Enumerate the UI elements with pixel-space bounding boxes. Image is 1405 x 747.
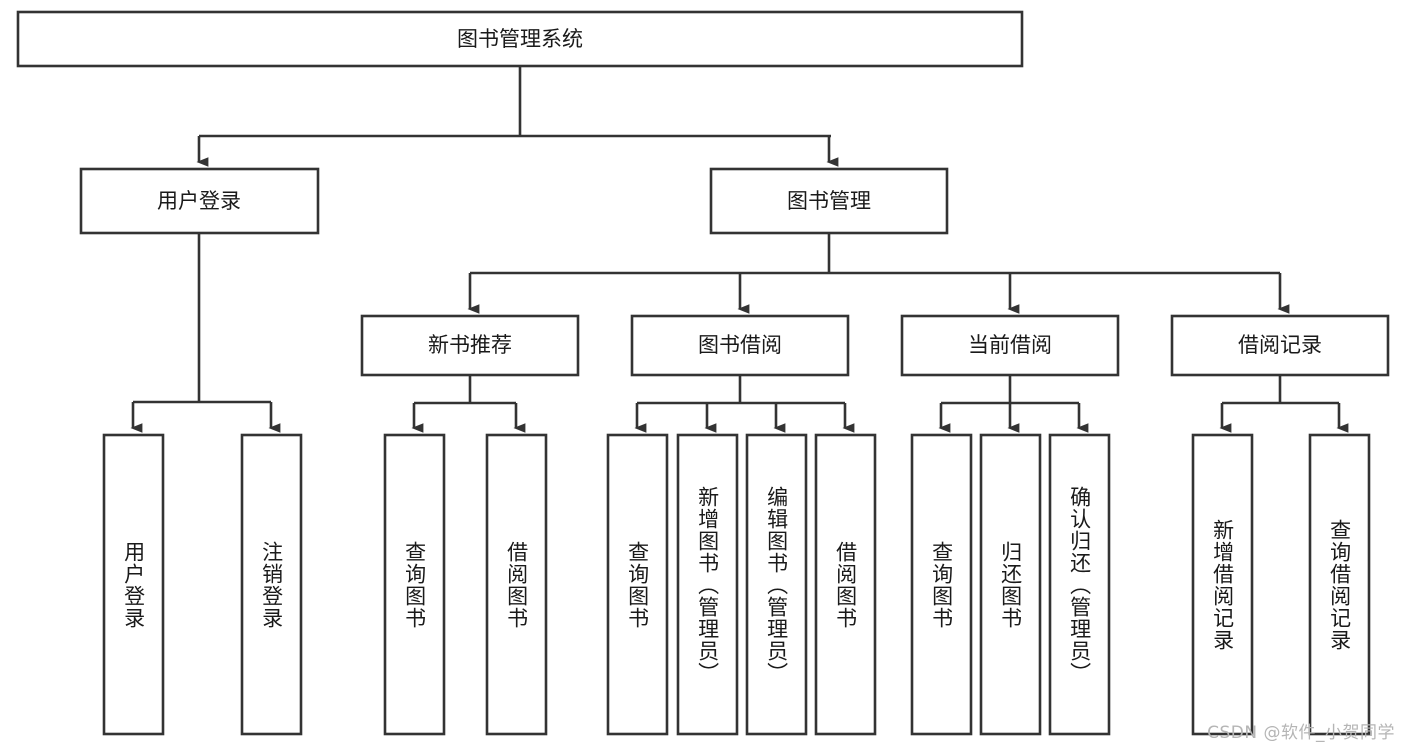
node-user-login[interactable]: 用户登录: [79, 167, 320, 235]
leaf-box-book-borrow-1[interactable]: [606, 433, 669, 736]
leaf-box-user-login-1[interactable]: [102, 433, 165, 736]
leaf-box-book-borrow-4[interactable]: [814, 433, 877, 736]
leaf-box-current-borrow-2[interactable]: [979, 433, 1042, 736]
connector-userlogin-to-leaves: [130, 233, 281, 433]
leaf-box-user-login-2[interactable]: [240, 433, 303, 736]
watermark-text: CSDN @软件_小贺同学: [1207, 723, 1395, 743]
node-book-borrow[interactable]: 图书借阅: [630, 314, 850, 377]
connector-root-to-level2: [196, 66, 839, 167]
leaf-box-borrow-record-1[interactable]: [1191, 433, 1254, 736]
node-root[interactable]: 图书管理系统: [16, 10, 1024, 68]
node-new-book-recommend[interactable]: 新书推荐: [360, 314, 580, 377]
node-current-borrow[interactable]: 当前借阅: [900, 314, 1120, 377]
leaf-box-current-borrow-1[interactable]: [910, 433, 973, 736]
node-new-book-recommend-label: 新书推荐: [428, 333, 512, 357]
node-borrow-record-label: 借阅记录: [1238, 333, 1322, 357]
node-current-borrow-label: 当前借阅: [968, 333, 1052, 357]
connector-borrowrecord-to-leaves: [1219, 375, 1349, 433]
node-book-management-label: 图书管理: [787, 189, 871, 213]
node-book-borrow-label: 图书借阅: [698, 333, 782, 357]
leaf-box-book-borrow-3[interactable]: [745, 433, 808, 736]
node-root-label: 图书管理系统: [457, 27, 583, 51]
leaf-box-new-book-2[interactable]: [485, 433, 548, 736]
connector-bookborrow-to-leaves: [634, 375, 855, 433]
leaf-box-book-borrow-2[interactable]: [676, 433, 739, 736]
connector-newbook-to-leaves: [411, 375, 526, 433]
leaf-box-current-borrow-3[interactable]: [1048, 433, 1111, 736]
leaf-box-borrow-record-2[interactable]: [1308, 433, 1371, 736]
node-borrow-record[interactable]: 借阅记录: [1170, 314, 1390, 377]
node-user-login-label: 用户登录: [157, 189, 241, 213]
leaf-box-new-book-1[interactable]: [383, 433, 446, 736]
node-book-management[interactable]: 图书管理: [709, 167, 949, 235]
connector-bookmgmt-to-level3: [467, 233, 1290, 314]
connector-currentborrow-to-leaves: [938, 375, 1089, 433]
